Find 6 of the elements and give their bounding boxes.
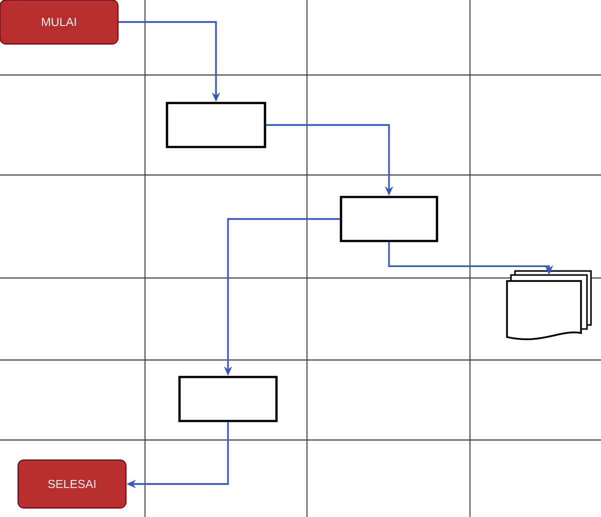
process-box [166, 102, 266, 148]
terminal-box: SELESAI [18, 460, 126, 508]
process-box [340, 196, 438, 242]
terminal-box: MULAI [0, 0, 118, 44]
multi-document-symbol [506, 270, 592, 340]
process-box [178, 376, 278, 422]
